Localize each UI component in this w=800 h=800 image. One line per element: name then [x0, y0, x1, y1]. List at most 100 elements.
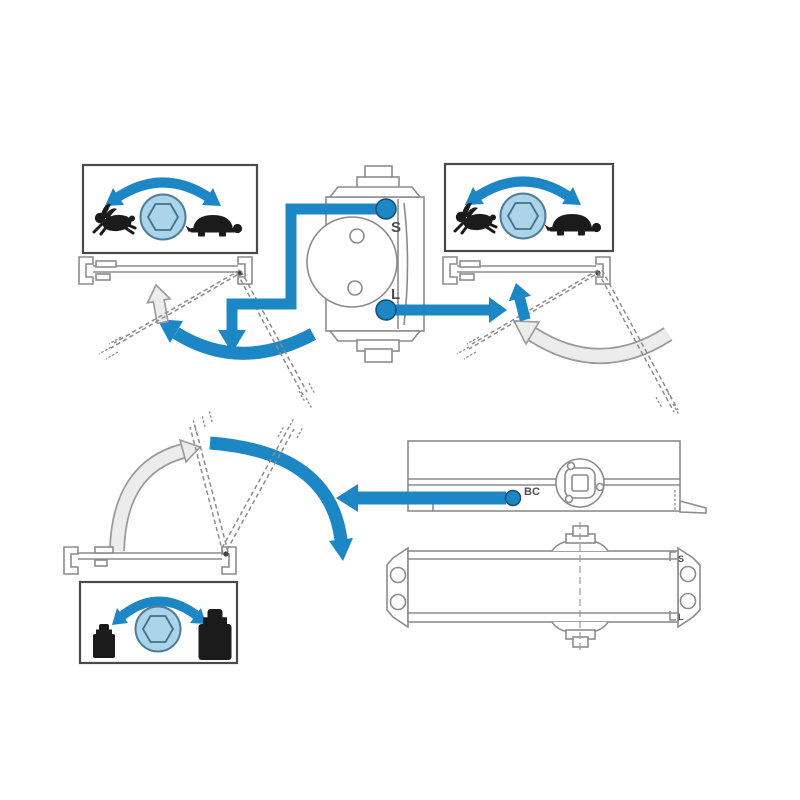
- valve-port-mark: [669, 551, 676, 561]
- door-leaf-line: [468, 274, 596, 350]
- sweep-range-arc: [172, 327, 317, 360]
- door-leaf-line: [226, 428, 295, 551]
- body-seam-lines: [408, 478, 680, 486]
- hinge-pivot: [223, 551, 229, 557]
- closer-body-outline: [407, 550, 679, 623]
- left-end-plate: [386, 546, 409, 629]
- door-leaf-wide-position: [597, 269, 680, 416]
- speed-legend-left: [81, 163, 259, 255]
- sweep-valve-label: S: [391, 219, 401, 236]
- closer-end-view: S L: [218, 165, 507, 363]
- door-leaf-line: [110, 274, 238, 349]
- door-leaf-wide-position: [236, 270, 316, 410]
- sweep-arc-head: [157, 319, 183, 343]
- sweep-speed-valve: [375, 198, 397, 220]
- valve-port-mark: [669, 611, 676, 621]
- cam-hole: [347, 280, 363, 296]
- door-leaf-line: [194, 425, 229, 553]
- flange-screw: [595, 482, 605, 492]
- left-jamb-profile: [442, 256, 458, 285]
- door-leaf-line: [471, 269, 599, 345]
- door-closing-direction-arrow: [143, 282, 175, 326]
- backcheck-valve-label: BC: [524, 486, 540, 498]
- left-jamb-profile: [78, 256, 94, 285]
- door-stop-profile: [94, 559, 108, 567]
- cam-housing-circle: [306, 216, 398, 308]
- closer-plan-view: S L: [386, 522, 701, 652]
- mounting-hole: [679, 592, 697, 610]
- backcheck-arc-head: [329, 538, 353, 561]
- door-leaf-line: [597, 271, 675, 413]
- door-frame-header: [78, 552, 222, 560]
- arrow-head-right: [190, 608, 206, 624]
- door-swing-left: [78, 256, 317, 410]
- door-leaf-line: [240, 270, 308, 393]
- door-leaf-line: [113, 269, 241, 344]
- spindle-nub-bottom: [364, 348, 393, 363]
- opening-arc-head: [178, 438, 202, 464]
- latch-direction-arrow: [504, 280, 537, 323]
- mounting-hole: [679, 565, 697, 583]
- spindle-square-hole: [571, 474, 589, 492]
- cam-hole: [349, 228, 365, 244]
- backcheck-valve: [504, 489, 522, 507]
- double-curved-arrow-icon: [119, 596, 199, 620]
- flange-screw: [566, 461, 576, 471]
- double-curved-arrow-icon: [115, 177, 211, 202]
- door-swing-right: [442, 256, 680, 416]
- body-seam-lines: [408, 558, 678, 614]
- break-marks: [98, 336, 122, 360]
- break-marks: [298, 382, 316, 410]
- body-top-cap: [328, 186, 422, 198]
- sweep-connector-head: [218, 330, 246, 353]
- arrow-head-left: [105, 188, 124, 206]
- speed-legend-right: [443, 162, 615, 253]
- body-bottom-cap: [328, 330, 422, 342]
- door-stop-profile: [459, 260, 481, 268]
- door-leaf-line: [221, 426, 290, 549]
- door-leaf-line: [236, 272, 304, 396]
- arrow-head-left: [465, 187, 484, 205]
- door-leaf-open-position: [98, 269, 241, 360]
- latch-speed-valve: [375, 299, 397, 321]
- sweep-valve-connector: [226, 203, 383, 331]
- door-stop-profile: [459, 273, 475, 281]
- left-jamb-profile: [63, 546, 79, 575]
- body-sweep-port-label: S: [678, 554, 684, 564]
- hex-socket-icon: [139, 193, 187, 241]
- door-leaf-open-position: [456, 269, 599, 360]
- closer-underside-view: BC: [336, 440, 707, 514]
- hex-socket-icon: [134, 605, 182, 653]
- mounting-hole: [389, 593, 407, 611]
- arrow-head-left: [112, 608, 128, 625]
- arrow-head-right: [562, 187, 581, 205]
- door-leaf-near-full-open: [189, 409, 229, 554]
- right-jamb-profile: [221, 546, 237, 575]
- latch-connector-head: [489, 297, 507, 323]
- door-leaf-line: [189, 426, 224, 554]
- backcheck-range-arc: [209, 436, 348, 541]
- swing-range-arc: [528, 328, 672, 363]
- break-marks: [192, 409, 213, 432]
- body-latch-port-label: L: [678, 612, 684, 622]
- mounting-hole: [389, 566, 407, 584]
- door-frame-header: [93, 265, 238, 273]
- break-marks: [456, 336, 480, 360]
- arrow-head-right: [202, 188, 221, 206]
- double-curved-arrow-icon: [475, 176, 571, 201]
- door-stop-profile: [95, 260, 117, 268]
- door-leaf-backcheck-position: [221, 417, 304, 551]
- swing-arc-head: [512, 320, 541, 346]
- mounting-tab: [679, 499, 707, 514]
- flange-screw: [564, 494, 574, 504]
- latch-valve-label: L: [391, 286, 400, 303]
- right-jamb-profile: [237, 256, 253, 285]
- opening-range-arc: [110, 444, 185, 552]
- break-marks: [277, 417, 304, 439]
- backcheck-connector-head: [336, 484, 358, 512]
- door-swing-backcheck: [63, 409, 353, 575]
- break-marks: [655, 388, 680, 416]
- force-legend-box: [78, 580, 239, 665]
